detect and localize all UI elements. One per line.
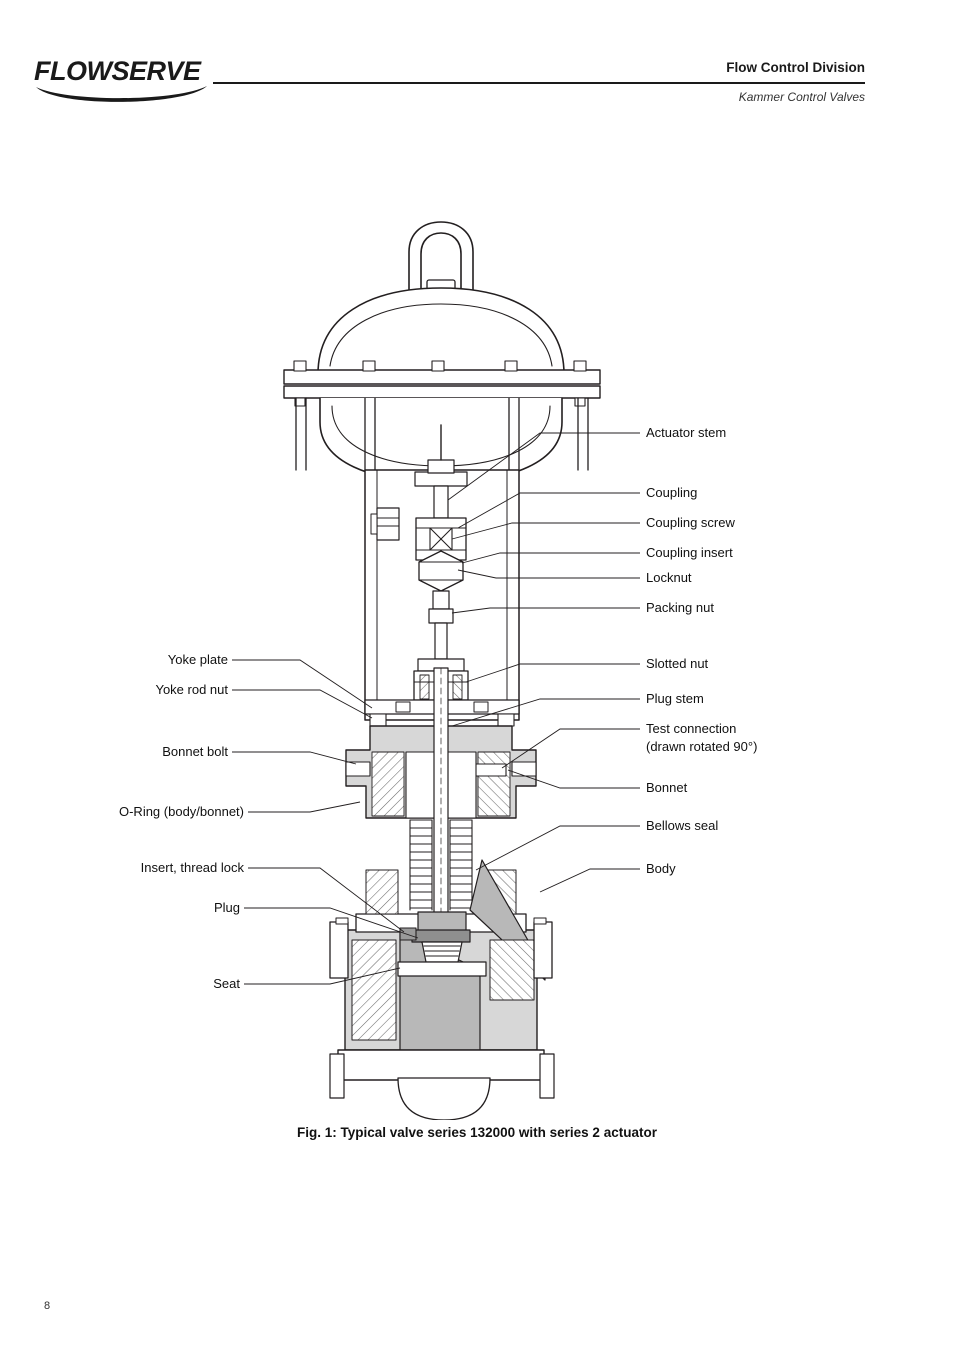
valve-cross-section-drawing xyxy=(232,221,640,1120)
leader-bonnet-bolt xyxy=(232,751,357,765)
leader-o-ring xyxy=(248,801,361,813)
leader-seat xyxy=(244,967,401,985)
flowserve-logo: FLOWSERVE xyxy=(34,48,224,102)
leader-bellows-seal xyxy=(475,825,640,871)
leader-body xyxy=(539,868,640,893)
figure-caption: Fig. 1: Typical valve series 132000 with… xyxy=(297,1125,657,1140)
leader-test-connection xyxy=(501,728,640,769)
leader-plug-stem xyxy=(451,698,640,727)
callout-test-connection: Test connection (drawn rotated 90°) xyxy=(646,720,757,755)
leader-packing-nut xyxy=(451,607,640,614)
leader-coupling-insert xyxy=(461,552,640,564)
callout-yoke-rod-nut: Yoke rod nut xyxy=(155,682,228,697)
callout-locknut: Locknut xyxy=(646,570,692,585)
leader-coupling-screw xyxy=(451,522,640,540)
callout-coupling-screw: Coupling screw xyxy=(646,515,735,530)
leader-slotted-nut xyxy=(465,663,640,683)
header-divider xyxy=(213,82,865,84)
leader-yoke-rod-nut xyxy=(232,689,373,719)
callout-insert-thread-lock: Insert, thread lock xyxy=(140,860,244,875)
callout-actuator-stem: Actuator stem xyxy=(646,425,727,440)
header-division: Flow Control Division xyxy=(726,60,865,75)
leader-coupling xyxy=(457,492,640,529)
callout-bonnet-bolt: Bonnet bolt xyxy=(162,744,228,759)
callout-test-connection-line2: (drawn rotated 90°) xyxy=(646,738,758,754)
callout-slotted-nut: Slotted nut xyxy=(646,656,709,671)
callout-plug-stem: Plug stem xyxy=(646,691,704,706)
callout-coupling-insert: Coupling insert xyxy=(646,545,733,560)
leader-actuator-stem xyxy=(447,432,640,501)
leader-insert-thread-lock xyxy=(248,867,405,933)
callout-bonnet: Bonnet xyxy=(646,780,688,795)
page-number: 8 xyxy=(44,1300,51,1312)
callout-o-ring: O-Ring (body/bonnet) xyxy=(118,804,244,819)
callout-coupling: Coupling xyxy=(646,485,698,500)
flowserve-swoosh-icon xyxy=(36,86,207,102)
page-header: FLOWSERVE Flow Control Division Kammer C… xyxy=(0,0,954,120)
leader-plug xyxy=(244,907,419,939)
callout-yoke-plate: Yoke plate xyxy=(167,652,228,667)
leader-bonnet xyxy=(507,769,640,789)
callout-seat: Seat xyxy=(213,976,240,991)
logo-wordmark: FLOWSERVE xyxy=(34,56,201,86)
callout-plug: Plug xyxy=(213,900,240,915)
callout-body: Body xyxy=(646,861,676,876)
callout-packing-nut: Packing nut xyxy=(646,600,714,615)
leader-yoke-plate xyxy=(232,659,373,709)
callout-test-connection-line1: Test connection xyxy=(646,721,737,736)
header-product-line: Kammer Control Valves xyxy=(738,90,865,104)
callout-bellows-seal: Bellows seal xyxy=(646,818,719,833)
leader-locknut xyxy=(457,569,640,579)
figure-valve-diagram: Actuator stem Coupling Coupling screw Co… xyxy=(0,170,954,1120)
